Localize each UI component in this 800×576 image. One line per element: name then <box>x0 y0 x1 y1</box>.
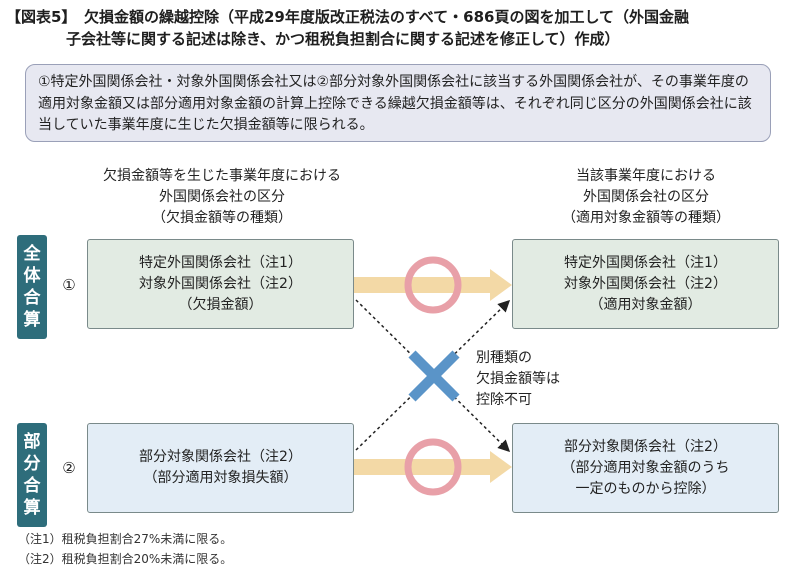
side-char: 合 <box>23 288 41 308</box>
cross-note-line: 控除不可 <box>476 392 532 408</box>
left-header-line-2: 外国関係会社の区分 <box>159 189 285 205</box>
box-bottom-right: 部分対象関係会社（注2） （部分適用対象金額のうち 一定のものから控除） <box>512 423 779 513</box>
side-char: 全 <box>23 244 41 264</box>
row-number-2: ② <box>62 459 76 477</box>
cross-explanation: 別種類の 欠損金額等は 控除不可 <box>476 348 560 411</box>
box-line: （部分適用対象損失額） <box>143 470 298 486</box>
box-line: 特定外国関係会社（注1） <box>139 254 302 271</box>
allowed-circle-top <box>404 256 462 314</box>
figure-title: 【図表5】 欠損金額の繰越控除（平成29年度版改正税法のすべて・686頁の図を加… <box>6 6 794 50</box>
left-header-line-3: （欠損金額等の種類） <box>152 210 292 226</box>
top-arrow <box>354 269 512 301</box>
not-allowed-cross-icon <box>408 350 460 402</box>
side-char: 算 <box>23 498 41 518</box>
side-char: 合 <box>23 476 41 496</box>
side-char: 分 <box>23 454 41 474</box>
box-line: 特定外国関係会社（注1） <box>564 254 727 271</box>
allowed-circle-bottom <box>404 438 462 496</box>
footnote-2: （注2）租税負担割合20%未満に限る。 <box>18 552 233 566</box>
box-line: 部分対象関係会社（注2） <box>564 438 727 455</box>
right-column-header: 当該事業年度における 外国関係会社の区分 （適用対象金額等の種類） <box>512 166 780 229</box>
row-number-1: ① <box>62 276 76 294</box>
box-line: 部分対象関係会社（注2） <box>139 449 302 465</box>
summary-note: ①特定外国関係会社・対象外国関係会社又は②部分対象外国関係会社に該当する外国関係… <box>25 64 771 142</box>
cross-note-line: 欠損金額等は <box>476 371 560 387</box>
right-header-line-1: 当該事業年度における <box>576 168 716 184</box>
right-header-line-3: （適用対象金額等の種類） <box>562 210 730 226</box>
side-char: 算 <box>23 310 41 330</box>
box-line: （部分適用対象金額のうち <box>561 459 730 476</box>
title-line-2: 子会社等に関する記述は除き、かつ租税負担割合に関する記述を修正して）作成） <box>66 30 620 48</box>
box-line: 一定のものから控除） <box>575 480 716 497</box>
left-column-header: 欠損金額等を生じた事業年度における 外国関係会社の区分 （欠損金額等の種類） <box>86 166 358 229</box>
right-header-line-2: 外国関係会社の区分 <box>583 189 709 205</box>
left-header-line-1: 欠損金額等を生じた事業年度における <box>103 168 341 184</box>
bottom-arrow <box>354 451 512 483</box>
title-line-1: 【図表5】 欠損金額の繰越控除（平成29年度版改正税法のすべて・686頁の図を加… <box>6 8 690 26</box>
side-char: 体 <box>23 266 41 286</box>
side-label-partial-inclusion: 部 分 合 算 <box>17 423 47 527</box>
box-line: （適用対象金額） <box>589 296 702 313</box>
box-top-right: 特定外国関係会社（注1） 対象外国関係会社（注2） （適用対象金額） <box>512 239 779 329</box>
box-bottom-left: 部分対象関係会社（注2） （部分適用対象損失額） <box>87 423 354 513</box>
side-char: 部 <box>23 432 41 452</box>
footnote-1: （注1）租税負担割合27%未満に限る。 <box>18 532 233 546</box>
box-top-left: 特定外国関係会社（注1） 対象外国関係会社（注2） （欠損金額） <box>87 239 354 329</box>
box-line: 対象外国関係会社（注2） <box>139 275 302 292</box>
cross-note-line: 別種類の <box>476 350 532 366</box>
side-label-full-inclusion: 全 体 合 算 <box>17 235 47 339</box>
box-line: 対象外国関係会社（注2） <box>564 275 727 292</box>
box-line: （欠損金額） <box>178 296 263 313</box>
